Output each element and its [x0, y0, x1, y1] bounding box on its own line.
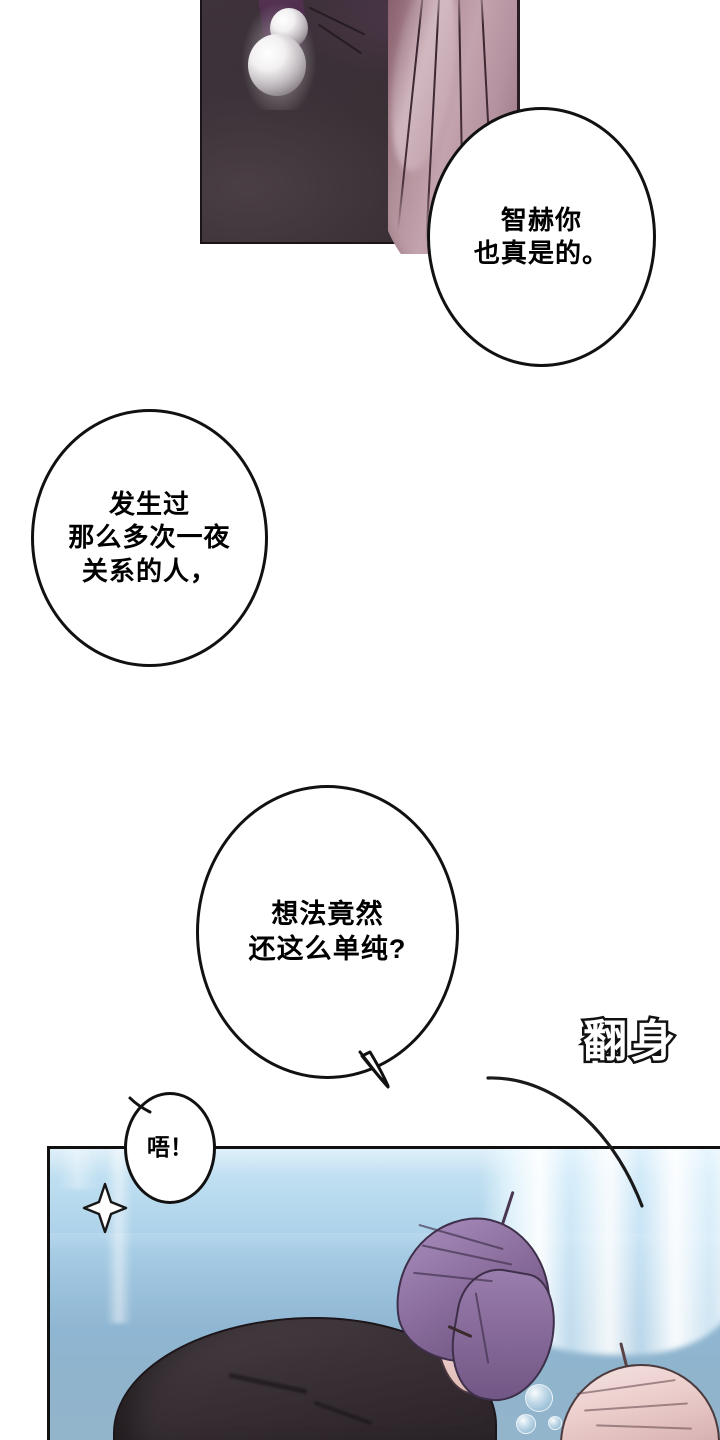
sparkle-icon	[82, 1182, 128, 1234]
character-purple-hair	[387, 1190, 565, 1410]
speech-bubble-4: 唔！	[124, 1092, 216, 1204]
character-pink-hair	[560, 1342, 720, 1440]
speech-bubble-3-text: 想法竟然 还这么单纯?	[248, 899, 407, 964]
light-column-left	[106, 1149, 132, 1323]
speech-bubble-4-text: 唔！	[147, 1134, 193, 1161]
speech-bubble-2-text: 发生过 那么多次一夜 关系的人，	[68, 489, 231, 586]
water-bubble-1	[525, 1384, 553, 1412]
light-column-left-2	[58, 1149, 98, 1189]
speech-bubble-4-tail	[128, 1096, 156, 1120]
speech-bubble-3-tail	[358, 1050, 402, 1092]
water-bubble-3	[548, 1416, 562, 1430]
water-bubble-2	[516, 1414, 536, 1434]
pearl-large	[248, 34, 306, 96]
speech-bubble-2: 发生过 那么多次一夜 关系的人，	[31, 409, 268, 667]
speech-bubble-1-text: 智赫你 也真是的。	[473, 204, 610, 268]
speech-bubble-1: 智赫你 也真是的。	[427, 107, 656, 367]
pink-hair-top	[560, 1364, 720, 1440]
speech-bubble-3: 想法竟然 还这么单纯?	[196, 785, 459, 1079]
sfx-turn-over: 翻身	[581, 1017, 679, 1066]
